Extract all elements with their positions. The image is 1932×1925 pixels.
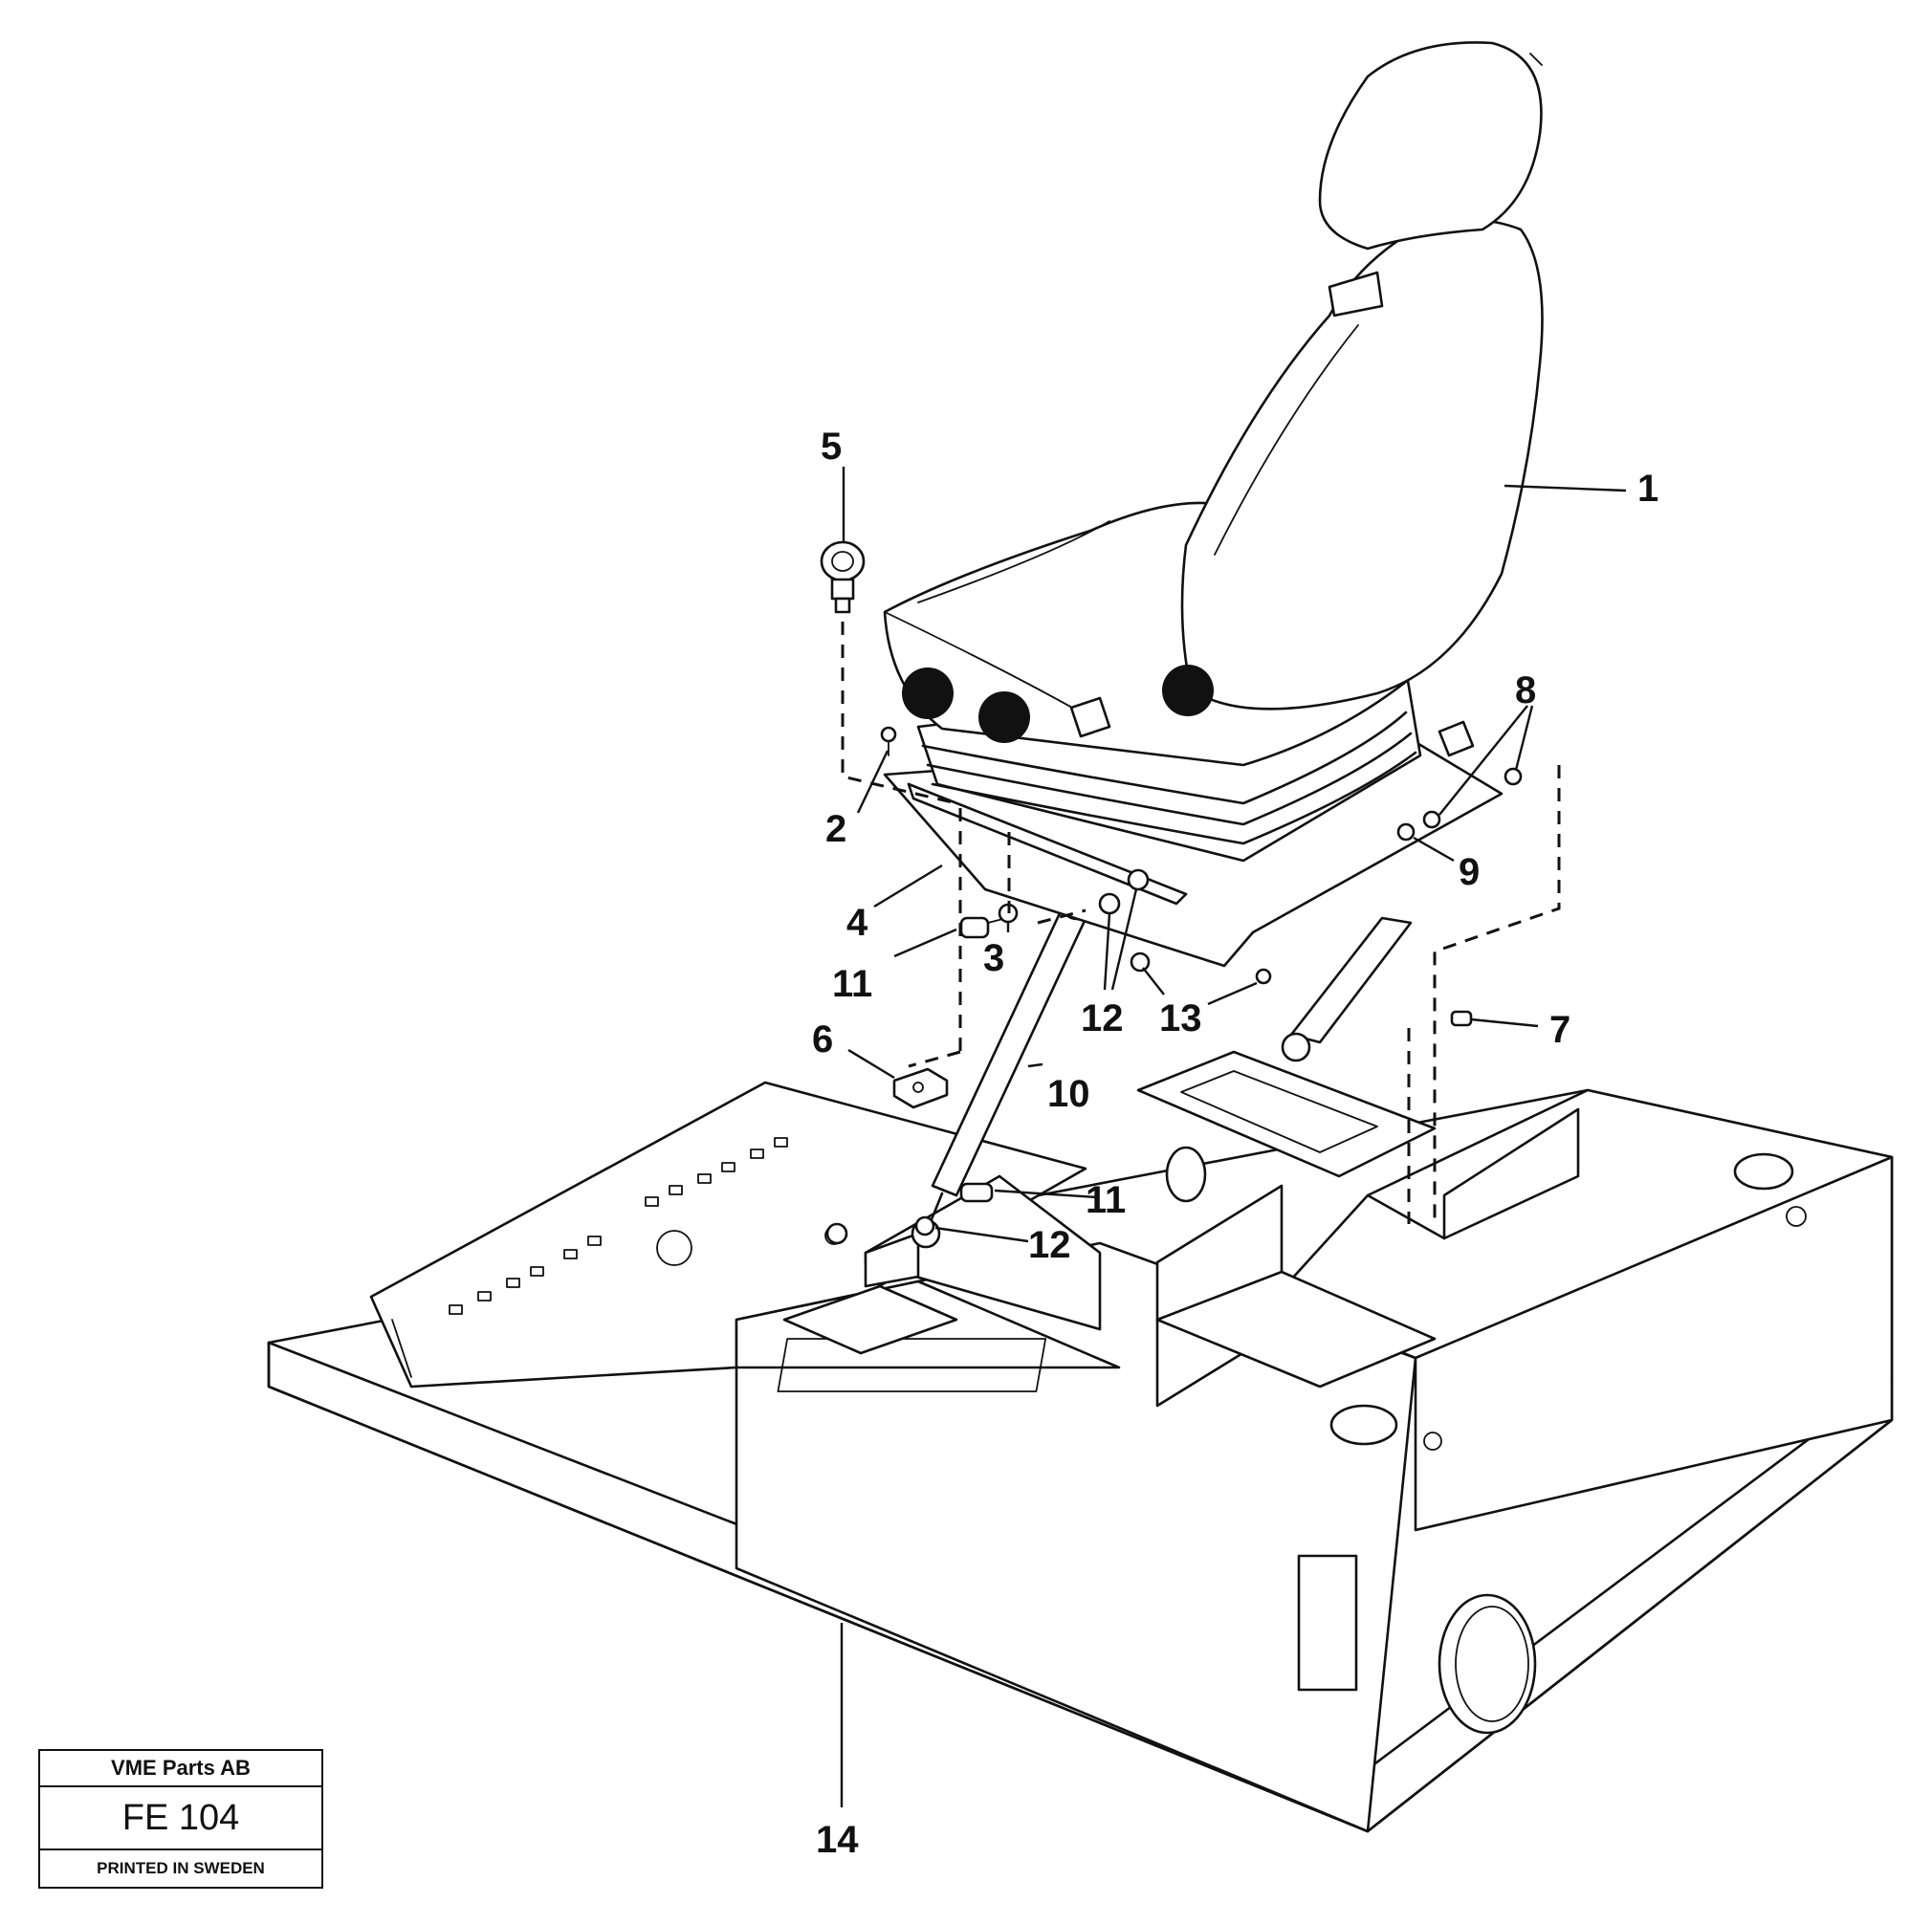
callout-10: 10: [1047, 1073, 1090, 1115]
seat-drawing: [883, 41, 1544, 968]
callout-3: 3: [983, 937, 1004, 979]
cab-floor-drawing: [267, 1050, 1894, 1833]
callout-5: 5: [821, 426, 842, 468]
title-block: VME Parts AB FE 104 PRINTED IN SWEDEN: [38, 1749, 323, 1889]
callout-9: 9: [1459, 851, 1480, 893]
knob-center: [978, 691, 1030, 743]
callout-7: 7: [1549, 1009, 1570, 1051]
callout-12-lower: 12: [1028, 1224, 1071, 1266]
company-name: VME Parts AB: [40, 1751, 321, 1787]
callout-2: 2: [825, 808, 846, 850]
callout-8: 8: [1515, 669, 1536, 711]
callout-4: 4: [846, 902, 868, 944]
knob-right: [1162, 665, 1214, 716]
callout-12-upper: 12: [1081, 997, 1124, 1039]
callout-11-upper: 11: [832, 963, 872, 1005]
callout-6: 6: [812, 1018, 833, 1061]
leader-lines: [840, 467, 1627, 1807]
callout-13: 13: [1159, 997, 1202, 1039]
callout-11-lower: 11: [1086, 1179, 1126, 1221]
assembly-lines: [841, 622, 1561, 1224]
callout-14: 14: [816, 1819, 859, 1861]
small-parts-drawing: [820, 540, 1523, 1245]
callout-1: 1: [1637, 468, 1658, 510]
printed-note: PRINTED IN SWEDEN: [97, 1859, 265, 1877]
floor-slots: [449, 1137, 844, 1315]
knob-left: [902, 667, 954, 719]
drawing-code: FE 104: [40, 1787, 321, 1850]
callouts: 1 2 3 4 5 6 7 8 9 10 11 11 12 12 13 14: [812, 426, 1658, 1861]
